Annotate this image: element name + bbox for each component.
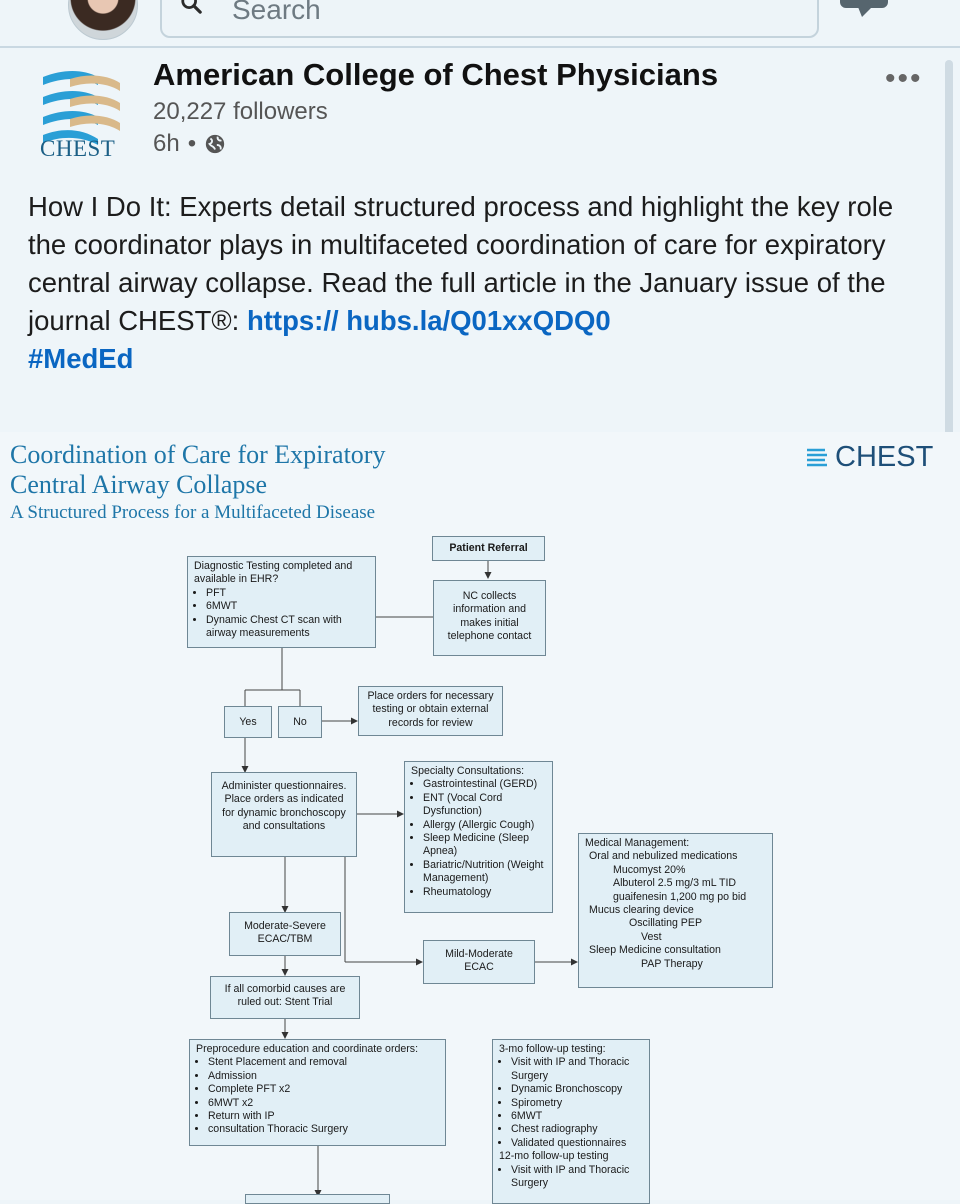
followup-heading: 3-mo follow-up testing: <box>499 1043 606 1055</box>
medical-line: PAP Therapy <box>641 957 703 970</box>
follower-count: 20,227 followers <box>153 98 328 125</box>
place-orders-box: Place orders for necessary testing or ob… <box>358 686 503 736</box>
medical-line: Oral and nebulized medications <box>589 850 738 863</box>
more-options-icon[interactable]: ••• <box>885 62 923 95</box>
specialty-item: Gastrointestinal (GERD) <box>423 778 546 791</box>
top-nav-bar: Search <box>0 0 960 48</box>
figure-brand: CHEST <box>805 441 933 474</box>
followup-item: Spirometry <box>511 1097 643 1110</box>
medical-line: Sleep Medicine consultation <box>589 944 721 957</box>
article-link[interactable]: https:// hubs.la/Q01xxQDQ0 <box>246 305 611 336</box>
next-step-box <box>245 1194 390 1204</box>
preprocedure-item: Stent Placement and removal <box>208 1056 439 1069</box>
post-text: How I Do It: Experts detail structured p… <box>28 188 933 378</box>
specialty-heading: Specialty Consultations: <box>411 765 525 777</box>
medical-line: Mucomyst 20% <box>613 863 686 876</box>
patient-referral-box: Patient Referral <box>432 536 545 561</box>
diagnostic-item: PFT <box>206 587 369 600</box>
preprocedure-item: 6MWT x2 <box>208 1097 439 1110</box>
chest-mini-logo-icon <box>807 448 827 466</box>
organization-name[interactable]: American College of Chest Physicians <box>153 57 719 92</box>
figure-title: Coordination of Care for Expiratory Cent… <box>10 440 386 499</box>
diagnostic-heading: Diagnostic Testing completed and availab… <box>194 560 353 586</box>
chest-logo[interactable] <box>38 58 124 160</box>
search-icon <box>181 0 202 14</box>
medical-line: Vest <box>641 930 662 943</box>
post-time: 6h <box>153 130 180 157</box>
post-body-text: How I Do It: Experts detail structured p… <box>28 191 894 336</box>
followup-box: 3-mo follow-up testing: Visit with IP an… <box>492 1039 650 1204</box>
followup-item: Visit with IP and Thoracic Surgery <box>511 1056 643 1083</box>
specialty-item: Bariatric/Nutrition (Weight Management) <box>423 859 546 886</box>
messaging-icon[interactable] <box>838 0 890 18</box>
search-input[interactable]: Search <box>232 0 321 25</box>
preprocedure-item: Admission <box>208 1070 439 1083</box>
followup-item: Chest radiography <box>511 1123 643 1136</box>
followup-heading-12mo: 12-mo follow-up testing <box>499 1150 609 1163</box>
specialty-item: ENT (Vocal Cord Dysfunction) <box>423 792 546 819</box>
specialty-item: Sleep Medicine (Sleep Apnea) <box>423 832 546 859</box>
medical-heading: Medical Management: <box>585 837 690 849</box>
logo-text: CHEST <box>40 136 116 161</box>
figure-brand-text: CHEST <box>835 441 934 473</box>
preprocedure-box: Preprocedure education and coordinate or… <box>189 1039 446 1146</box>
no-box: No <box>278 706 322 738</box>
medical-line: guaifenesin 1,200 mg po bid <box>613 890 747 903</box>
yes-box: Yes <box>224 706 272 738</box>
scrollbar[interactable] <box>945 60 953 440</box>
medical-management-box: Medical Management: Oral and nebulized m… <box>578 833 773 988</box>
preprocedure-item: Return with IP <box>208 1110 439 1123</box>
globe-icon <box>205 134 225 154</box>
followup-item: 6MWT <box>511 1110 643 1123</box>
stent-trial-box: If all comorbid causes are ruled out: St… <box>210 976 360 1019</box>
mild-moderate-box: Mild-Moderate ECAC <box>423 940 535 984</box>
diagnostic-item: Dynamic Chest CT scan with airway measur… <box>206 614 369 641</box>
medical-line: Mucus clearing device <box>589 904 694 917</box>
diagnostic-testing-box: Diagnostic Testing completed and availab… <box>187 556 376 648</box>
preprocedure-item: Complete PFT x2 <box>208 1083 439 1096</box>
preprocedure-item: consultation Thoracic Surgery <box>208 1123 439 1136</box>
separator-dot: • <box>187 130 197 157</box>
search-bar[interactable]: Search <box>160 0 819 38</box>
specialty-consultations-box: Specialty Consultations: Gastrointestina… <box>404 761 553 913</box>
followup-item: Validated questionnaires <box>511 1137 643 1150</box>
hashtag-link[interactable]: #MedEd <box>28 343 134 374</box>
medical-line: Oscillating PEP <box>629 917 703 930</box>
nc-collects-box: NC collects information and makes initia… <box>433 580 546 656</box>
medical-line: Albuterol 2.5 mg/3 mL TID <box>613 877 737 890</box>
specialty-item: Allergy (Allergic Cough) <box>423 819 546 832</box>
diagnostic-item: 6MWT <box>206 600 369 613</box>
figure-subtitle: A Structured Process for a Multifaceted … <box>10 502 376 523</box>
moderate-severe-box: Moderate-Severe ECAC/TBM <box>229 912 341 956</box>
administer-questionnaires-box: Administer questionnaires. Place orders … <box>211 772 357 857</box>
followup-item: Dynamic Bronchoscopy <box>511 1083 643 1096</box>
post-meta: 6h • <box>153 130 226 158</box>
specialty-item: Rheumatology <box>423 886 546 899</box>
preprocedure-heading: Preprocedure education and coordinate or… <box>196 1043 419 1055</box>
followup-item: Visit with IP and Thoracic Surgery <box>511 1164 643 1191</box>
